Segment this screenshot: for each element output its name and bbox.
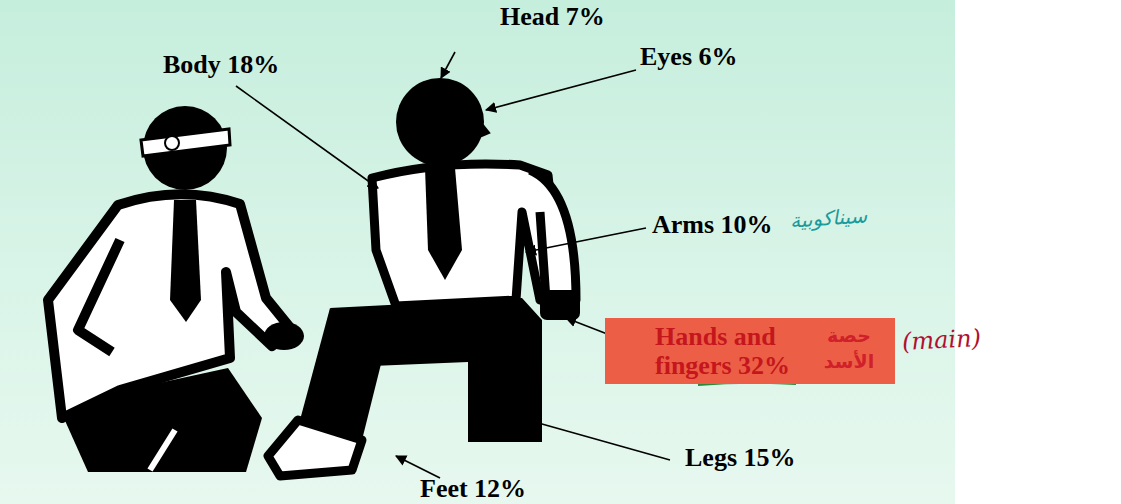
- patient-head: [396, 78, 484, 166]
- leader-arrow: [441, 52, 455, 78]
- percentage-label: Hands and fingers 32%: [655, 322, 800, 380]
- handwritten-note: حصة الأسد: [818, 322, 880, 374]
- patient-hand: [540, 290, 580, 320]
- patient-arm: [530, 170, 576, 300]
- leader-arrow: [510, 415, 670, 460]
- patient-shirt: [372, 164, 560, 306]
- leader-arrow: [236, 86, 378, 188]
- percentage-label: Body 18%: [163, 50, 279, 80]
- patient-face-line: [470, 112, 486, 138]
- patient-figure: [268, 78, 580, 476]
- doctor-back-arm: [78, 240, 120, 352]
- leader-arrows: [236, 52, 670, 478]
- percentage-label: Head 7%: [500, 2, 605, 32]
- doctor-hand: [264, 322, 304, 350]
- head-mirror: [165, 136, 179, 150]
- doctor-headband: [141, 129, 230, 156]
- patient-foot-cast: [268, 420, 362, 476]
- doctor-boot-line: [150, 430, 175, 470]
- doctor-figure: [48, 106, 304, 472]
- percentage-label: Legs 15%: [685, 443, 796, 473]
- percentage-label: Feet 12%: [420, 474, 526, 504]
- percentage-label: Arms 10%: [652, 210, 773, 240]
- patient-tie: [425, 168, 462, 280]
- handwritten-note: (main): [901, 324, 981, 356]
- doctor-tie: [170, 200, 201, 322]
- doctor-coat: [48, 194, 292, 418]
- percentage-label: Eyes 6%: [640, 42, 738, 72]
- leader-arrow: [486, 70, 636, 110]
- leader-arrow: [526, 228, 646, 252]
